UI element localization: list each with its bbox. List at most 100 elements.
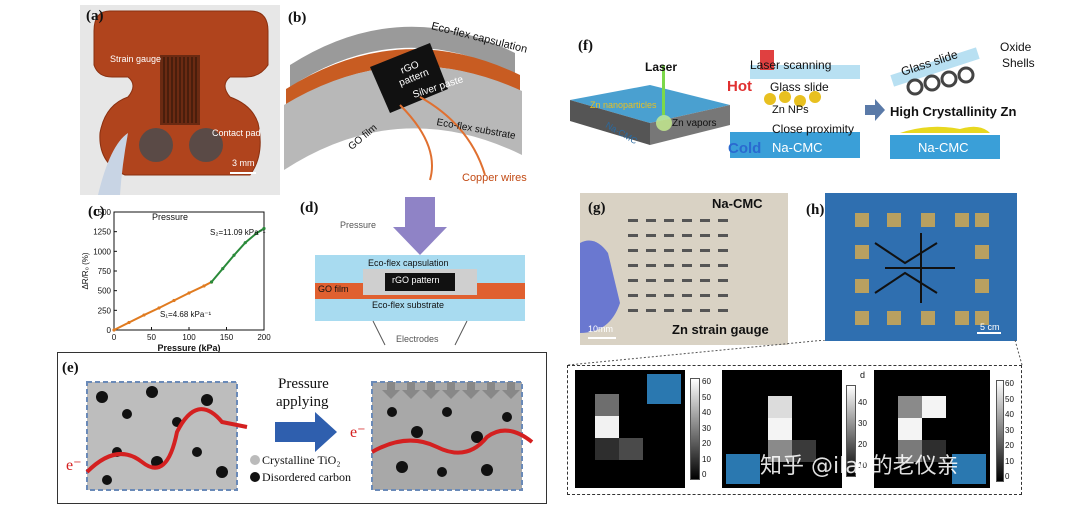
y-tick-label: 1250	[93, 228, 111, 237]
sensor-pad	[955, 213, 969, 227]
cb3-t6: 0	[1005, 472, 1010, 481]
strain-gauge-element	[646, 249, 656, 252]
strain-gauge-element	[682, 264, 692, 267]
cb1-t2: 40	[702, 408, 711, 417]
panel-f-process	[570, 47, 1000, 159]
panel-g-gauges	[580, 219, 728, 339]
f-hot: Hot	[727, 78, 752, 95]
f-laser-scanning: Laser scanning	[750, 58, 832, 72]
e-arrow-text-1: Pressure	[278, 376, 329, 392]
x-tick-label: 150	[220, 333, 234, 342]
f-oxide: Oxide	[1000, 40, 1032, 54]
strain-gauge-label: Strain gauge	[110, 54, 162, 64]
strain-gauge-element	[682, 249, 692, 252]
panel-e	[57, 352, 547, 504]
colorbar-2	[846, 385, 856, 477]
f-zn-nanoparticles: Zn nanoparticles	[590, 100, 657, 110]
d-rgo-pattern: rGO pattern	[392, 275, 440, 285]
f-laser: Laser	[645, 60, 678, 74]
panel-d-label: (d)	[300, 200, 319, 216]
f-shells: Shells	[1002, 56, 1035, 70]
strain-gauge-element	[718, 279, 728, 282]
panel-e-label: (e)	[62, 360, 79, 376]
sensor-pad	[921, 311, 935, 325]
g-scale: 10mm	[588, 324, 614, 334]
cb1-t3: 30	[702, 423, 711, 433]
strain-gauge-element	[628, 309, 638, 312]
series-point	[243, 241, 247, 245]
series-point	[172, 298, 176, 303]
panel-b-label: (b)	[288, 10, 307, 26]
series-point	[232, 253, 236, 257]
sensor-pad	[855, 213, 869, 227]
panel-c-label: (c)	[88, 204, 105, 220]
e-electron-right: e⁻	[350, 424, 366, 441]
strain-gauge-element	[718, 249, 728, 252]
x-tick-label: 0	[112, 333, 117, 342]
y-tick-label: 500	[98, 287, 112, 296]
e-electron-left: e⁻	[66, 457, 82, 474]
sensor-pad	[855, 279, 869, 293]
strain-gauge-element	[700, 234, 710, 237]
sensor-pad	[887, 213, 901, 227]
cb2-t2: 20	[858, 440, 867, 449]
colorbar-3	[996, 380, 1004, 482]
contact-pad-label: Contact pad	[212, 128, 261, 138]
f-zn-nps: Zn NPs	[772, 104, 809, 116]
sensor-pad	[975, 213, 989, 227]
panel-e-schematic	[85, 381, 534, 491]
series-point	[142, 313, 146, 317]
strain-gauge-element	[664, 294, 674, 297]
strain-gauge-element	[700, 294, 710, 297]
f-zn-vapors: Zn vapors	[672, 118, 717, 129]
colorbar-1	[690, 378, 700, 480]
cb1-t4: 20	[702, 439, 711, 448]
d-electrodes: Electrodes	[396, 334, 439, 344]
pressure-maps-frame	[567, 365, 1022, 495]
strain-gauge-element	[628, 264, 638, 267]
f-glass-slide: Glass slide	[770, 80, 829, 94]
panel-b-illustration	[284, 26, 522, 181]
strain-gauge-element	[700, 279, 710, 282]
panel-a-device	[93, 10, 269, 195]
series-point	[262, 226, 266, 231]
strain-gauge-element	[700, 249, 710, 252]
colorbar-2-ticks: 40 30 20 10	[858, 392, 876, 472]
series-point	[221, 267, 225, 271]
f-na-cmc-2: Na-CMC	[918, 140, 969, 155]
y-tick-label: 750	[98, 267, 112, 276]
e-legend-carbon: Disordered carbon	[262, 470, 351, 484]
x-tick-label: 100	[182, 333, 196, 342]
cb3-t4: 20	[1005, 441, 1014, 450]
cb2-t3: 10	[858, 461, 867, 470]
sensor-pad	[975, 311, 989, 325]
strain-gauge-element	[700, 219, 710, 222]
panel-d-crosssection	[315, 197, 525, 346]
y-axis-label: ΔR/R₀ (%)	[81, 252, 90, 289]
strain-gauge-element	[700, 264, 710, 267]
strain-gauge-element	[682, 309, 692, 312]
sensor-pad	[921, 213, 935, 227]
x-tick-label: 50	[147, 333, 156, 342]
c-s2-label: S₂=11.09 kPa⁻¹	[210, 228, 266, 237]
sensor-pad	[887, 311, 901, 325]
strain-gauge-element	[664, 219, 674, 222]
cb3-t1: 50	[1005, 394, 1014, 404]
pressure-map-2	[722, 370, 842, 488]
strain-gauge-element	[628, 249, 638, 252]
strain-gauge-element	[646, 294, 656, 297]
c-s1-label: S₁=4.68 kPa⁻¹	[160, 310, 212, 319]
panel-h-label: (h)	[806, 202, 825, 218]
strain-gauge-element	[682, 219, 692, 222]
strain-gauge-element	[646, 309, 656, 312]
b-copper-wires: Copper wires	[462, 172, 527, 184]
h-scale: 5 cm	[980, 322, 1000, 332]
e-legend-crystalline: Crystalline TiO₂	[262, 453, 341, 467]
zoom-lines	[567, 340, 1023, 366]
c-pressure-label: Pressure	[152, 212, 189, 222]
e-arrow-text-2: applying	[276, 394, 329, 410]
cb3-t0: 60	[1005, 379, 1014, 388]
sensor-pad	[975, 245, 989, 259]
sensor-pad	[975, 279, 989, 293]
d-pressure: Pressure	[340, 220, 377, 230]
